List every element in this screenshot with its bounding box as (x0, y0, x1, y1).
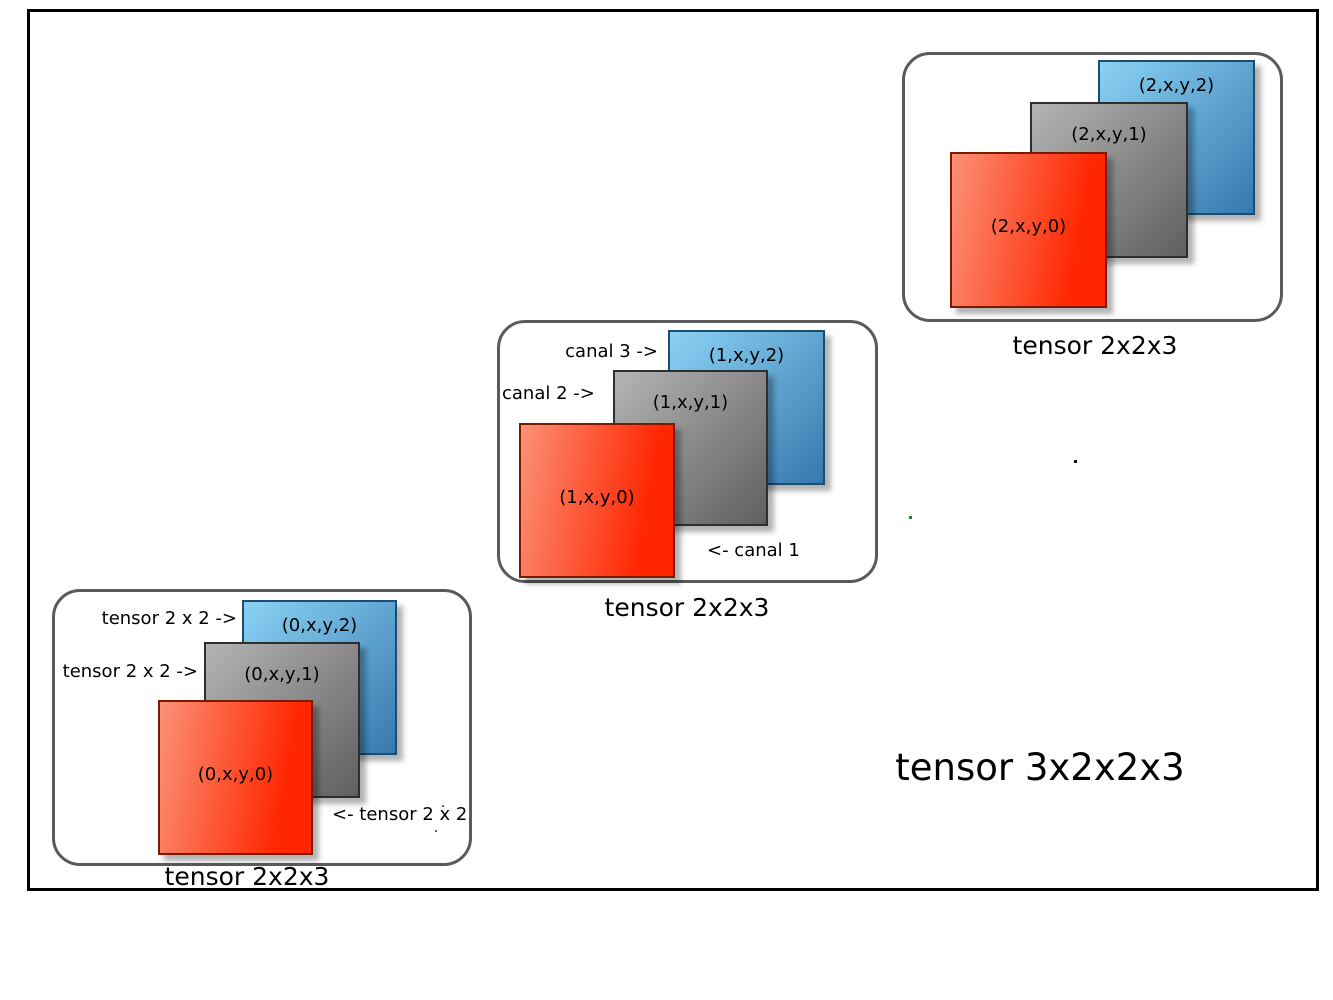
square-label: (0,x,y,2) (281, 615, 358, 636)
square-label: (2,x,y,1) (1071, 124, 1147, 145)
square-label: (2,x,y,2) (1138, 75, 1215, 96)
square-label: (1,x,y,1) (652, 392, 729, 413)
annotation-canal-3: canal 3 -> (565, 341, 658, 362)
square-label: (0,x,y,0) (197, 763, 274, 785)
annotation-canal-2: canal 2 -> (502, 383, 595, 404)
square-label: (1,x,y,2) (708, 345, 785, 366)
tensor-1-channel-0-square: (1,x,y,0) (519, 423, 675, 578)
stray-mark (435, 830, 437, 832)
square-label: (1,x,y,0) (559, 486, 635, 508)
annotation-canal-1: <- canal 1 (707, 540, 800, 561)
tensor-1-caption: tensor 2x2x3 (604, 593, 770, 622)
annotation-tensor-2x2-gray: tensor 2 x 2 -> (62, 661, 198, 682)
square-label: (0,x,y,1) (244, 664, 320, 685)
annotation-tensor-2x2-red: <- tensor 2 x 2 (332, 804, 468, 825)
annotation-tensor-2x2-blue: tensor 2 x 2 -> (101, 608, 237, 629)
main-title: tensor 3x2x2x3 (895, 746, 1185, 789)
tensor-2-channel-0-square: (2,x,y,0) (950, 152, 1107, 308)
stray-mark (1074, 460, 1077, 463)
tensor-0-channel-0-square: (0,x,y,0) (158, 700, 313, 855)
outer-frame (27, 9, 1319, 891)
tensor-0-caption: tensor 2x2x3 (164, 862, 330, 891)
stray-mark (442, 805, 444, 807)
tensor-2-caption: tensor 2x2x3 (1012, 331, 1178, 360)
stray-mark (909, 516, 912, 519)
square-label: (2,x,y,0) (990, 216, 1067, 238)
